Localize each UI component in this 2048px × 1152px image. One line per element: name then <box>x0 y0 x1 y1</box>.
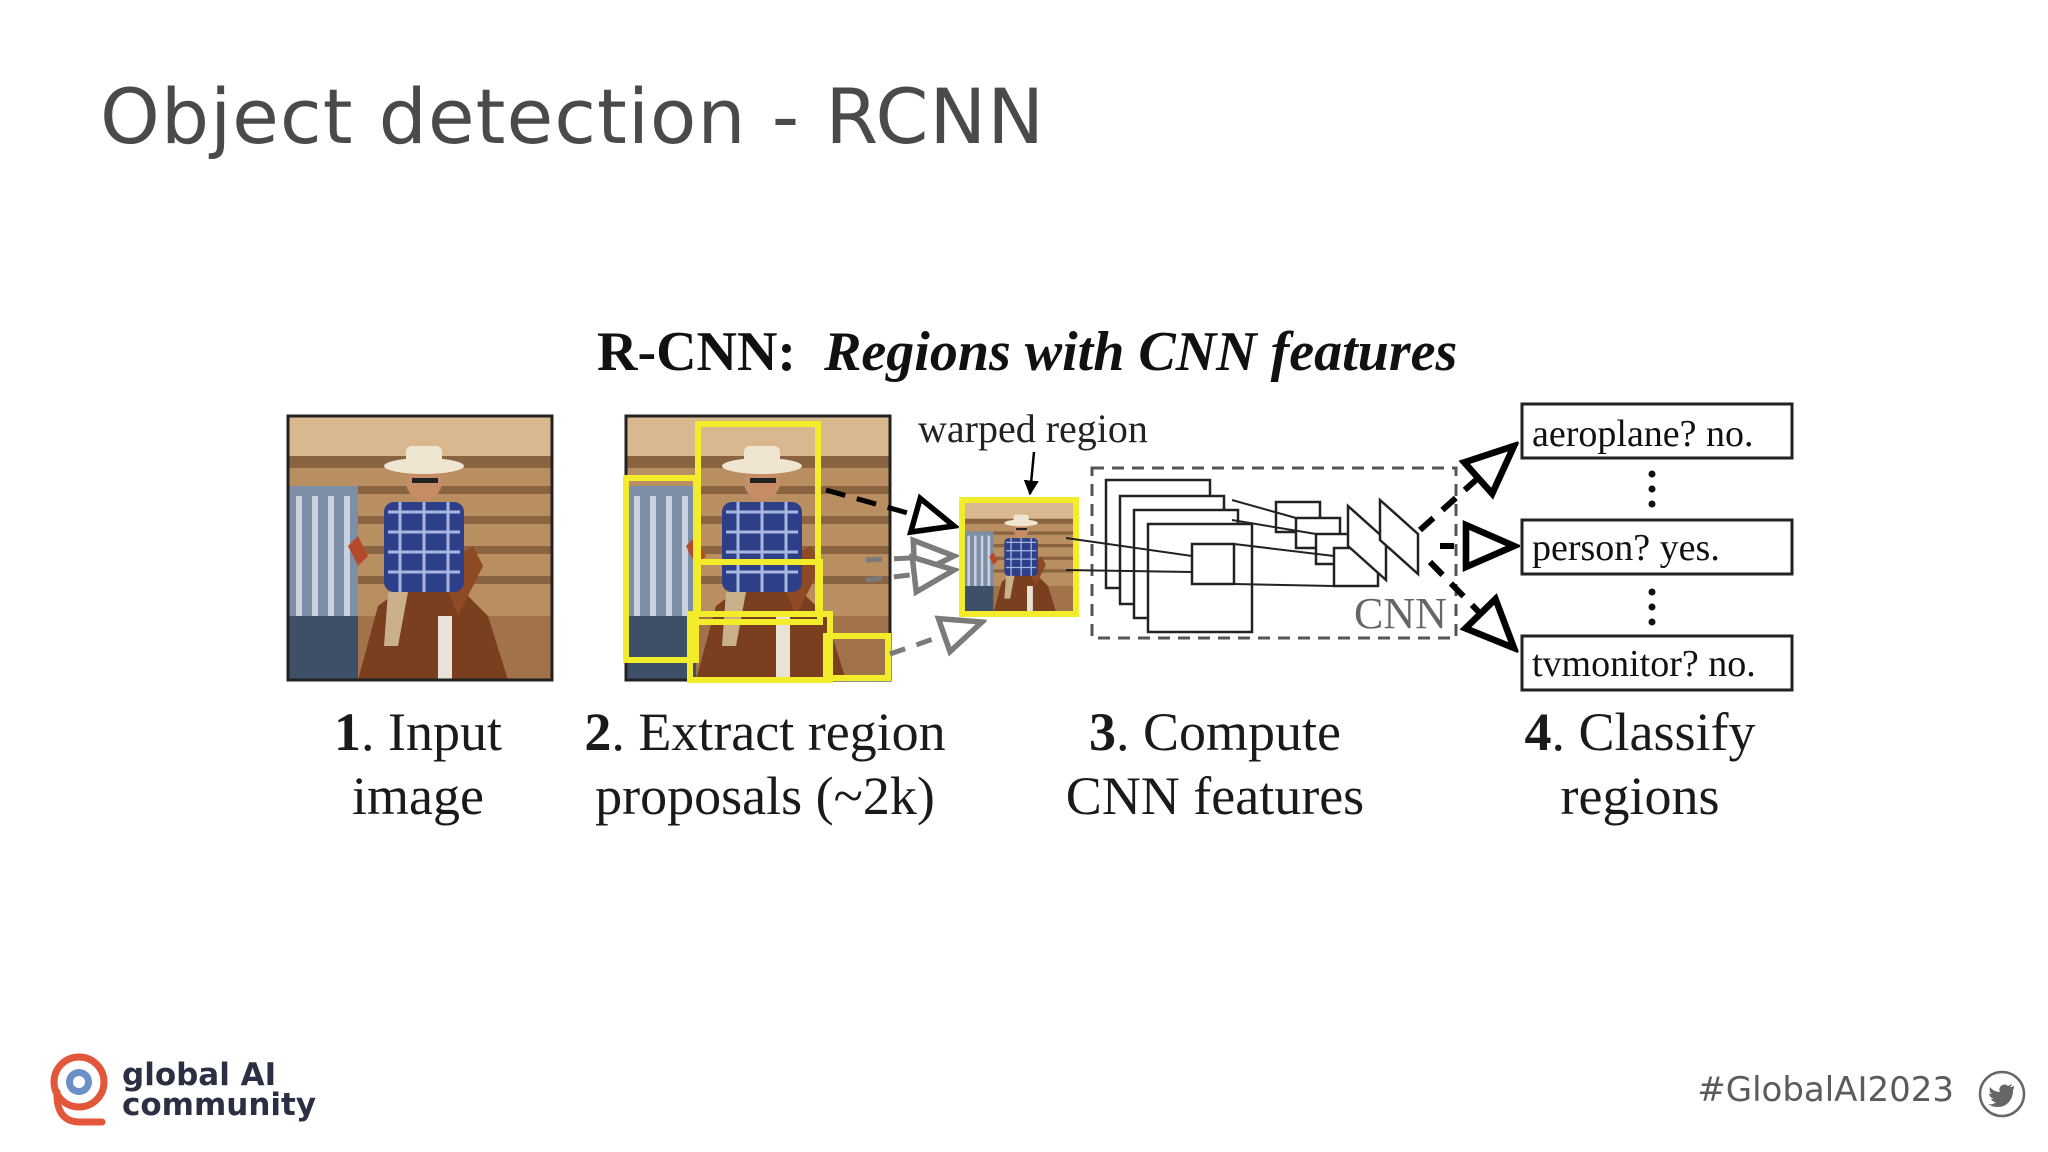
event-hashtag: #GlobalAI2023 <box>1697 1070 1954 1110</box>
proposal-box <box>693 559 823 625</box>
class-label: aeroplane? no. <box>1532 413 1754 455</box>
warped-region-pointer <box>1023 451 1039 496</box>
class-arrow <box>1427 559 1514 648</box>
class-label: tvmonitor? no. <box>1532 643 1756 685</box>
proposal-image <box>624 414 892 682</box>
warped-region-image <box>963 501 1076 614</box>
class-box-person: person? yes. <box>1520 518 1794 576</box>
global-ai-logo-icon <box>50 1053 108 1126</box>
proposal-arrow <box>865 570 954 580</box>
warped-region-frame <box>959 497 1079 617</box>
figure-heading-bold: R-CNN: <box>597 321 796 383</box>
logo-line-2: community <box>122 1087 317 1123</box>
proposal-arrow <box>865 556 954 560</box>
step-1-label: 1. Input image <box>334 702 502 826</box>
cnn-label: CNN <box>1354 589 1447 638</box>
twitter-icon[interactable] <box>1978 1070 2026 1118</box>
figure-heading: R-CNN: Regions with CNN features <box>597 321 1457 383</box>
warped-region-label: warped region <box>918 406 1148 451</box>
class-arrow <box>1418 446 1514 533</box>
logo-line-1: global AI <box>122 1057 277 1093</box>
proposal-box <box>823 633 891 681</box>
class-box-tvmonitor: tvmonitor? no. <box>1520 634 1794 692</box>
ellipsis-dots <box>1648 470 1656 626</box>
slide-title: Object detection - RCNN <box>100 72 1046 161</box>
proposal-arrow <box>889 622 982 654</box>
global-ai-logo: global AI community <box>50 1052 316 1128</box>
proposal-arrow <box>825 487 954 526</box>
cnn-block <box>1090 466 1458 640</box>
cnn-layers <box>1104 478 1420 634</box>
step-2-label: 2. Extract region proposals (~2k) <box>584 702 946 826</box>
class-label: person? yes. <box>1532 527 1720 569</box>
figure-heading-italic: Regions with CNN features <box>823 321 1457 383</box>
proposal-box <box>687 611 833 683</box>
step-4-label: 4. Classify regions <box>1524 702 1756 826</box>
step-3-label: 3. Compute CNN features <box>1065 702 1365 826</box>
region-proposals <box>623 421 891 683</box>
cnn-connections <box>1065 499 1335 587</box>
input-image <box>286 414 554 682</box>
class-box-aeroplane: aeroplane? no. <box>1520 402 1794 460</box>
